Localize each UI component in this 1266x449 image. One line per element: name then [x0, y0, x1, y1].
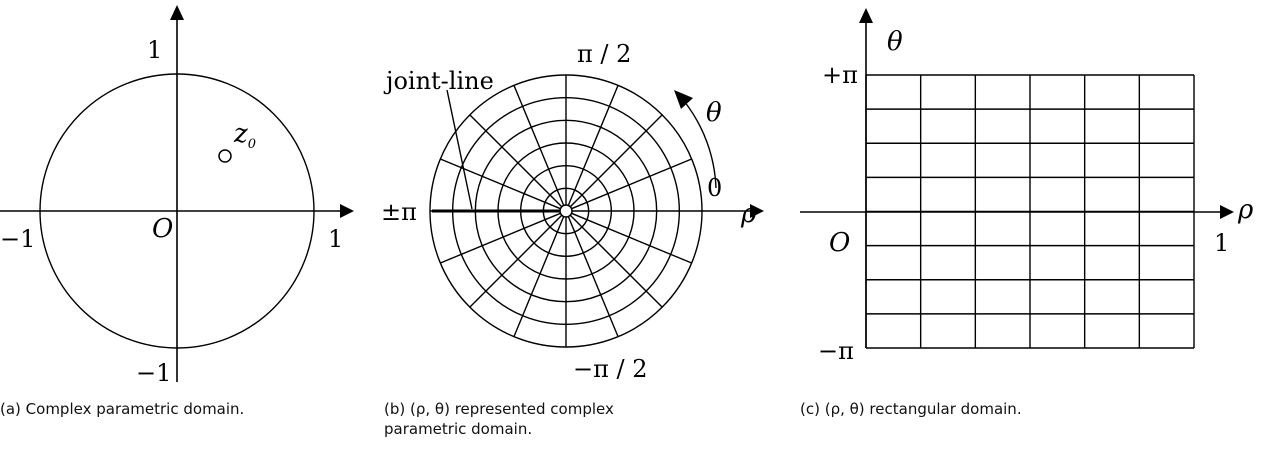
polar-spoke	[571, 212, 692, 264]
panel-b: θ π / 2 −π / 2 ±π 0 ρ joint-line (b) (ρ,…	[381, 40, 764, 438]
caption-b-line2: parametric domain.	[384, 420, 532, 438]
tick-right-a: 1	[328, 225, 343, 253]
point-z0-main: z	[233, 119, 248, 149]
caption-b-line1: (b) (ρ, θ) represented complex	[384, 400, 614, 418]
polar-spoke	[440, 158, 561, 210]
polar-spoke	[513, 85, 565, 206]
x-axis-arrow-a	[340, 204, 354, 218]
tick-left-a: −1	[0, 225, 35, 253]
origin-a: O	[152, 214, 173, 244]
label-pi-half: π / 2	[577, 40, 631, 68]
polar-spoke	[469, 114, 563, 208]
rho-axis-arrow-b	[750, 204, 764, 218]
polar-spoke	[469, 214, 563, 308]
polar-spoke	[567, 85, 619, 206]
tick-bottom-a: −1	[136, 359, 171, 387]
polar-spoke	[567, 216, 619, 337]
tick-plus-pi: +π	[822, 61, 858, 89]
polar-grid	[429, 74, 703, 348]
point-z0	[218, 149, 232, 163]
panel-c: θ ρ +π −π O 1 (c) (ρ, θ) rectangular dom…	[800, 8, 1254, 418]
tick-top-a: 1	[147, 36, 162, 64]
y-axis-arrow-a	[170, 5, 184, 20]
label-minus-pi-half: −π / 2	[573, 355, 648, 383]
polar-spoke	[569, 114, 663, 208]
joint-line-leader	[446, 89, 473, 210]
theta-arrow-head	[674, 90, 693, 109]
tick-one-c: 1	[1214, 229, 1229, 257]
point-z0-label: z0	[233, 119, 256, 152]
theta-axis-arrow-c	[859, 8, 873, 23]
panel-a: z0 1 −1 −1 1 O (a) Complex parametric do…	[0, 5, 354, 418]
polar-spoke	[513, 216, 565, 337]
polar-center	[559, 204, 573, 218]
polar-spoke	[440, 212, 561, 264]
label-plus-minus-pi: ±π	[381, 198, 417, 226]
polar-spoke	[571, 158, 692, 210]
caption-c: (c) (ρ, θ) rectangular domain.	[800, 400, 1022, 418]
rho-label-c: ρ	[1237, 195, 1254, 225]
caption-a: (a) Complex parametric domain.	[0, 400, 244, 418]
label-zero: 0	[707, 174, 722, 202]
origin-c: O	[829, 228, 850, 258]
joint-line-label: joint-line	[383, 67, 494, 95]
polar-spoke	[569, 214, 663, 308]
point-z0-subscript: 0	[248, 137, 256, 152]
tick-minus-pi: −π	[818, 337, 854, 365]
theta-label-b: θ	[706, 98, 722, 128]
theta-rotation-arc	[683, 100, 717, 189]
rho-label-b: ρ	[740, 199, 757, 229]
theta-label-c: θ	[887, 27, 903, 57]
rho-axis-arrow-c	[1220, 205, 1234, 219]
